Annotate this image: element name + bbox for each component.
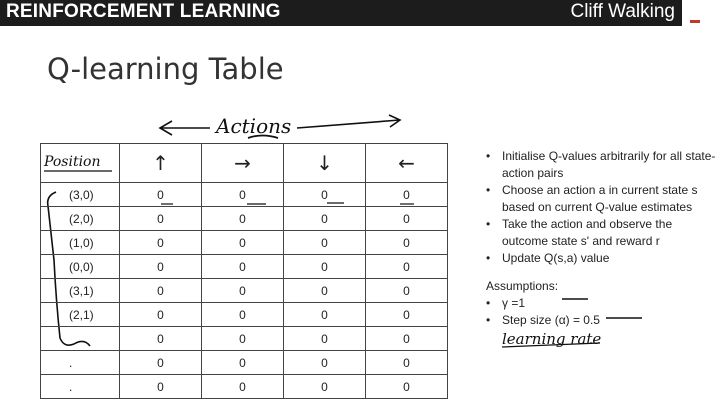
q-value-cell: 0 xyxy=(201,278,284,303)
action-right-header: → xyxy=(201,143,284,183)
list-item: Take the action and observe the outcome … xyxy=(486,216,716,250)
q-value-cell: 0 xyxy=(365,254,448,279)
list-item: Choose an action a in current state s ba… xyxy=(486,182,716,216)
q-value-cell: 0 xyxy=(119,350,202,375)
state-cell: (1,0) xyxy=(40,230,120,255)
position-header xyxy=(40,143,120,183)
q-value-cell: 0 xyxy=(201,206,284,231)
state-cell: (2,1) xyxy=(40,302,120,327)
q-value-cell: 0 xyxy=(283,326,366,351)
q-value-cell: 0 xyxy=(283,350,366,375)
page-title: Q-learning Table xyxy=(47,52,284,86)
assumptions-heading: Assumptions: xyxy=(486,279,559,293)
table-row: (2,0) 0 0 0 0 xyxy=(40,206,448,231)
q-value-cell: 0 xyxy=(283,230,366,255)
q-value-cell: 0 xyxy=(119,182,202,207)
learning-rate-handwritten: learning rate xyxy=(502,330,601,348)
state-cell: . xyxy=(40,350,120,375)
state-cell: (3,1) xyxy=(40,278,120,303)
q-value-cell: 0 xyxy=(119,230,202,255)
actions-left-arrow-icon xyxy=(158,120,210,136)
q-value-cell: 0 xyxy=(365,278,448,303)
q-value-cell: 0 xyxy=(365,374,448,399)
list-item: Step size (α) = 0.5 xyxy=(486,312,600,329)
q-value-cell: 0 xyxy=(201,350,284,375)
q-value-cell: 0 xyxy=(119,206,202,231)
table-row: (1,0) 0 0 0 0 xyxy=(40,230,448,255)
q-value-cell: 0 xyxy=(365,326,448,351)
state-cell: (0,0) xyxy=(40,254,120,279)
actions-right-arrow-icon xyxy=(296,114,402,129)
q-value-cell: 0 xyxy=(119,302,202,327)
q-value-cell: 0 xyxy=(283,374,366,399)
header-corner xyxy=(682,0,723,18)
state-cell: . xyxy=(40,374,120,399)
q-value-cell: 0 xyxy=(201,182,284,207)
state-cell xyxy=(40,326,120,351)
actions-underline xyxy=(247,134,279,139)
action-left-header: ← xyxy=(365,143,448,183)
action-down-header: ↓ xyxy=(283,143,366,183)
q-value-cell: 0 xyxy=(283,302,366,327)
q-value-cell: 0 xyxy=(119,374,202,399)
q-value-cell: 0 xyxy=(365,206,448,231)
q-value-cell: 0 xyxy=(119,278,202,303)
table-row: (2,1) 0 0 0 0 xyxy=(40,302,448,327)
q-table: ↑ → ↓ ← (3,0) 0 0 0 0 (2,0) 0 0 0 0 (1,0… xyxy=(40,143,448,399)
q-value-cell: 0 xyxy=(201,302,284,327)
q-value-cell: 0 xyxy=(119,254,202,279)
section-title: Cliff Walking xyxy=(570,1,675,22)
state-cell: (2,0) xyxy=(40,206,120,231)
header-accent-line xyxy=(690,20,700,23)
course-title: REINFORCEMENT LEARNING xyxy=(6,1,281,22)
algorithm-steps-list: Initialise Q-values arbitrarily for all … xyxy=(486,148,716,267)
q-value-cell: 0 xyxy=(201,230,284,255)
learning-rate-underline xyxy=(501,342,601,348)
state-cell: (3,0) xyxy=(40,182,120,207)
action-up-header: ↑ xyxy=(119,143,202,183)
q-value-cell: 0 xyxy=(201,326,284,351)
q-value-cell: 0 xyxy=(201,374,284,399)
q-value-cell: 0 xyxy=(365,230,448,255)
list-item: Initialise Q-values arbitrarily for all … xyxy=(486,148,716,182)
q-value-cell: 0 xyxy=(283,206,366,231)
q-value-cell: 0 xyxy=(201,254,284,279)
q-table-header-row: ↑ → ↓ ← xyxy=(40,143,448,183)
q-value-cell: 0 xyxy=(283,182,366,207)
table-row: 0 0 0 0 xyxy=(40,326,448,351)
q-value-cell: 0 xyxy=(365,182,448,207)
table-row: . 0 0 0 0 xyxy=(40,374,448,399)
actions-handwritten-label: Actions xyxy=(214,114,291,138)
table-row: (0,0) 0 0 0 0 xyxy=(40,254,448,279)
table-row: (3,1) 0 0 0 0 xyxy=(40,278,448,303)
list-item: Update Q(s,a) value xyxy=(486,250,716,267)
q-value-cell: 0 xyxy=(283,278,366,303)
q-value-cell: 0 xyxy=(283,254,366,279)
q-value-cell: 0 xyxy=(365,302,448,327)
q-value-cell: 0 xyxy=(119,326,202,351)
assumptions-list: γ =1 Step size (α) = 0.5 xyxy=(486,295,600,329)
table-row: (3,0) 0 0 0 0 xyxy=(40,182,448,207)
header-bar: REINFORCEMENT LEARNING Cliff Walking xyxy=(0,0,682,26)
q-value-cell: 0 xyxy=(365,350,448,375)
table-row: . 0 0 0 0 xyxy=(40,350,448,375)
list-item: γ =1 xyxy=(486,295,600,312)
